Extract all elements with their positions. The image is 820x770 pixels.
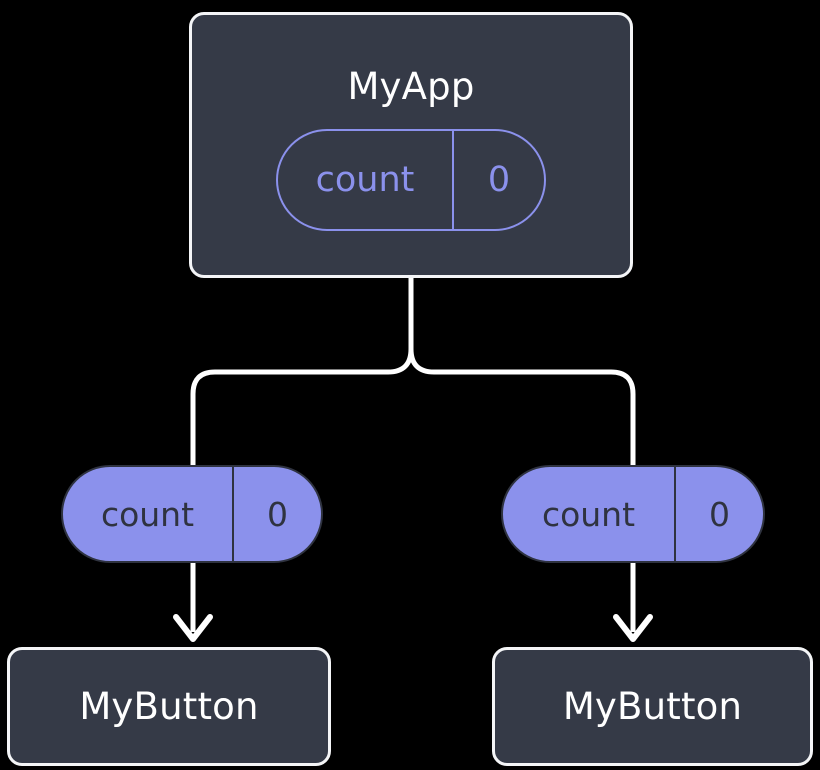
state-pill-child-left-key: count: [63, 467, 234, 561]
state-pill-root-key: count: [278, 131, 454, 229]
component-label-mybutton-right: MyButton: [562, 685, 743, 728]
branching-connector-left: [190, 346, 414, 469]
state-pill-root-value: 0: [487, 159, 511, 200]
state-pill-child-left[interactable]: count 0: [61, 465, 323, 563]
left-arrow-head: [173, 614, 213, 642]
state-pill-child-left-value: 0: [267, 494, 288, 534]
state-pill-root[interactable]: count 0: [276, 129, 546, 231]
component-node-myapp[interactable]: MyApp: [189, 12, 633, 278]
state-pill-child-right-value: 0: [709, 494, 730, 534]
component-label-myapp: MyApp: [347, 65, 475, 108]
component-node-mybutton-right[interactable]: MyButton: [492, 647, 813, 766]
component-label-mybutton-left: MyButton: [79, 685, 259, 728]
branching-connector: [408, 274, 636, 469]
state-pill-child-right-key: count: [503, 467, 676, 561]
component-node-mybutton-left[interactable]: MyButton: [7, 647, 331, 766]
right-arrow-head: [613, 614, 653, 642]
state-pill-child-right[interactable]: count 0: [501, 465, 765, 563]
